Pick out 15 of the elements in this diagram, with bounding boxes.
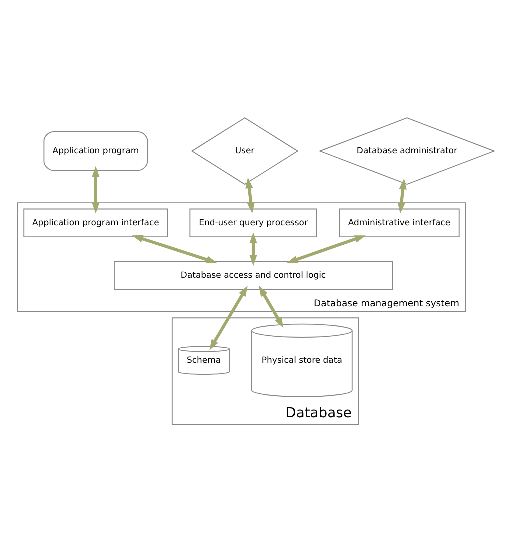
arrow [258, 286, 284, 328]
arrow [92, 166, 100, 214]
arrow [398, 178, 407, 214]
arrow [246, 178, 255, 214]
node-box: Application program interface [24, 208, 168, 238]
node-box: Database access and control logic [114, 261, 394, 290]
node-box: End-user query processor [190, 208, 318, 238]
arrow [250, 232, 258, 266]
node-box: Application program [44, 132, 148, 172]
node-diamond: Database administrator [318, 118, 496, 185]
arrow [286, 236, 366, 264]
arrow [210, 286, 248, 350]
node-box: Administrative interface [339, 208, 460, 238]
arrow [132, 235, 218, 264]
node-diamond: User [191, 118, 299, 186]
